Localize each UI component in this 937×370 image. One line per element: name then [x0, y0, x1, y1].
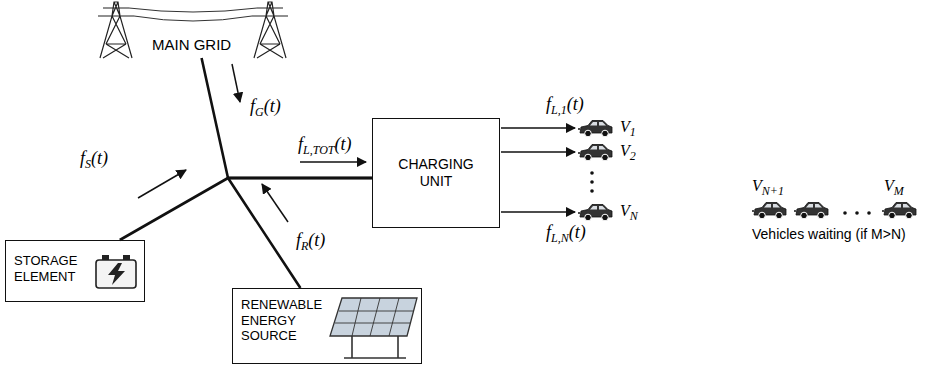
ellipsis-dots: [590, 171, 594, 193]
car-icon: [882, 203, 916, 219]
flow-arrow: [138, 64, 366, 222]
node-text: RENEWABLE ENERGY SOURCE: [241, 297, 337, 344]
battery-icon: [96, 255, 136, 288]
car-icon: [578, 205, 612, 221]
label-part: f: [80, 148, 85, 168]
label-part: Vehicles waiting (if M>N): [752, 226, 906, 242]
label-part: f: [546, 94, 551, 114]
label-part: V: [752, 177, 762, 194]
subscript: L,N: [551, 231, 569, 245]
grid-label: MAIN GRID: [150, 34, 233, 56]
flow-label: fL,N(t): [546, 222, 586, 245]
subscript: S: [85, 157, 91, 171]
renewable-box: RENEWABLE ENERGY SOURCE: [232, 288, 422, 364]
label-part: V: [620, 202, 630, 219]
car-icon: [578, 145, 612, 161]
label-part: (t): [91, 148, 108, 168]
vehicle-label: VN: [620, 201, 638, 223]
label-part: (t): [567, 94, 584, 114]
waiting-note: Vehicles waiting (if M>N): [752, 226, 906, 243]
label-part: V: [620, 142, 630, 159]
vehicle-label: VN+1: [752, 176, 784, 198]
vehicle-label: VM: [884, 176, 904, 198]
car-icon: [578, 121, 612, 137]
label-part: (t): [264, 96, 281, 116]
charging-unit-box: CHARGING UNIT: [372, 118, 500, 228]
subscript: 2: [630, 149, 636, 163]
subscript: M: [894, 184, 904, 198]
label-part: f: [298, 134, 303, 154]
solar-panel-icon: [330, 298, 417, 358]
power-wire: [129, 8, 257, 21]
charging-lead: [501, 128, 575, 212]
subscript: G: [255, 105, 264, 119]
flow-label: fS(t): [80, 148, 108, 171]
node-text: MAIN GRID: [152, 36, 231, 54]
label-part: V: [620, 118, 630, 135]
power-line: [228, 178, 372, 288]
flow-label: fL,1(t): [546, 94, 584, 117]
flow-label: fR(t): [296, 230, 325, 253]
subscript: R: [301, 239, 308, 253]
subscript: L,TOT: [303, 143, 334, 157]
subscript: N: [630, 209, 638, 223]
label-part: f: [546, 222, 551, 242]
label-part: f: [250, 96, 255, 116]
subscript: L,1: [551, 103, 567, 117]
node-text: CHARGING UNIT: [388, 156, 484, 190]
power-tower: [98, 2, 134, 58]
label-part: (t): [308, 230, 325, 250]
storage-box: STORAGE ELEMENT: [5, 240, 145, 302]
label-part: (t): [335, 134, 352, 154]
label-part: (t): [569, 222, 586, 242]
label-part: V: [884, 177, 894, 194]
vehicle-label: V2: [620, 141, 636, 163]
power-tower: [252, 2, 288, 58]
subscript: N+1: [762, 184, 784, 198]
node-text: STORAGE ELEMENT: [14, 253, 98, 284]
vehicle-label: V1: [620, 117, 636, 139]
ellipsis-dots: [843, 211, 871, 215]
car-icon: [752, 203, 786, 219]
label-part: f: [296, 230, 301, 250]
power-line: [202, 58, 372, 178]
car-icon: [794, 203, 828, 219]
flow-label: fG(t): [250, 96, 281, 119]
flow-label: fL,TOT(t): [298, 134, 352, 157]
subscript: 1: [630, 125, 636, 139]
